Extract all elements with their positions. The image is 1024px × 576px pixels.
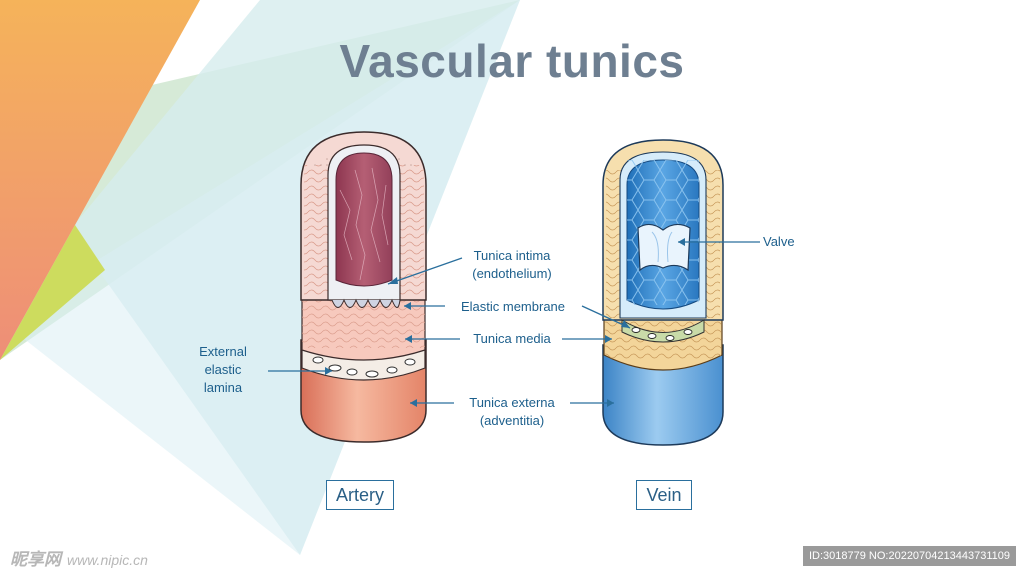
leader-arrowheads [325, 238, 685, 407]
label-tunica-intima-line1: Tunica intima [473, 248, 551, 263]
artery-lumen [335, 152, 393, 287]
label-tunica-externa-line2: (adventitia) [479, 413, 545, 428]
bg-lime-triangle [0, 225, 105, 360]
watermark-url: www.nipic.cn [67, 552, 148, 568]
watermark-left: 昵享网 www.nipic.cn [10, 545, 148, 570]
vein-valve [637, 223, 691, 272]
watermark-id: ID:3018779 NO:20220704213443731109 [802, 546, 1016, 566]
label-tunica-intima-line2: (endothelium) [472, 266, 552, 281]
label-elastic-membrane-text: Elastic membrane [460, 299, 566, 314]
leader-tunica-intima [387, 257, 463, 285]
label-valve: Valve [763, 233, 803, 251]
label-tunica-externa-line1: Tunica externa [469, 395, 555, 410]
label-external-elastic-line3: lamina [203, 380, 243, 395]
label-tunica-externa: Tunica externa (adventitia) [457, 394, 567, 430]
caption-vein: Vein [636, 480, 692, 510]
page-title: Vascular tunics [339, 35, 685, 87]
label-external-elastic-line1: External [199, 344, 247, 359]
label-elastic-membrane: Elastic membrane [449, 298, 577, 316]
watermark-logo: 昵享网 [10, 550, 61, 569]
vein-illustration [602, 139, 724, 446]
leader-vein-elastic [581, 305, 631, 329]
label-external-elastic-line2: elastic [204, 362, 242, 377]
label-tunica-intima: Tunica intima (endothelium) [452, 247, 572, 283]
caption-artery: Artery [326, 480, 394, 510]
label-tunica-media: Tunica media [462, 330, 562, 348]
vein-tunica-externa [602, 344, 724, 446]
label-valve-text: Valve [763, 234, 795, 249]
artery-illustration [300, 131, 427, 443]
label-tunica-media-text: Tunica media [473, 331, 551, 346]
label-external-elastic-lamina: External elastic lamina [186, 343, 260, 397]
